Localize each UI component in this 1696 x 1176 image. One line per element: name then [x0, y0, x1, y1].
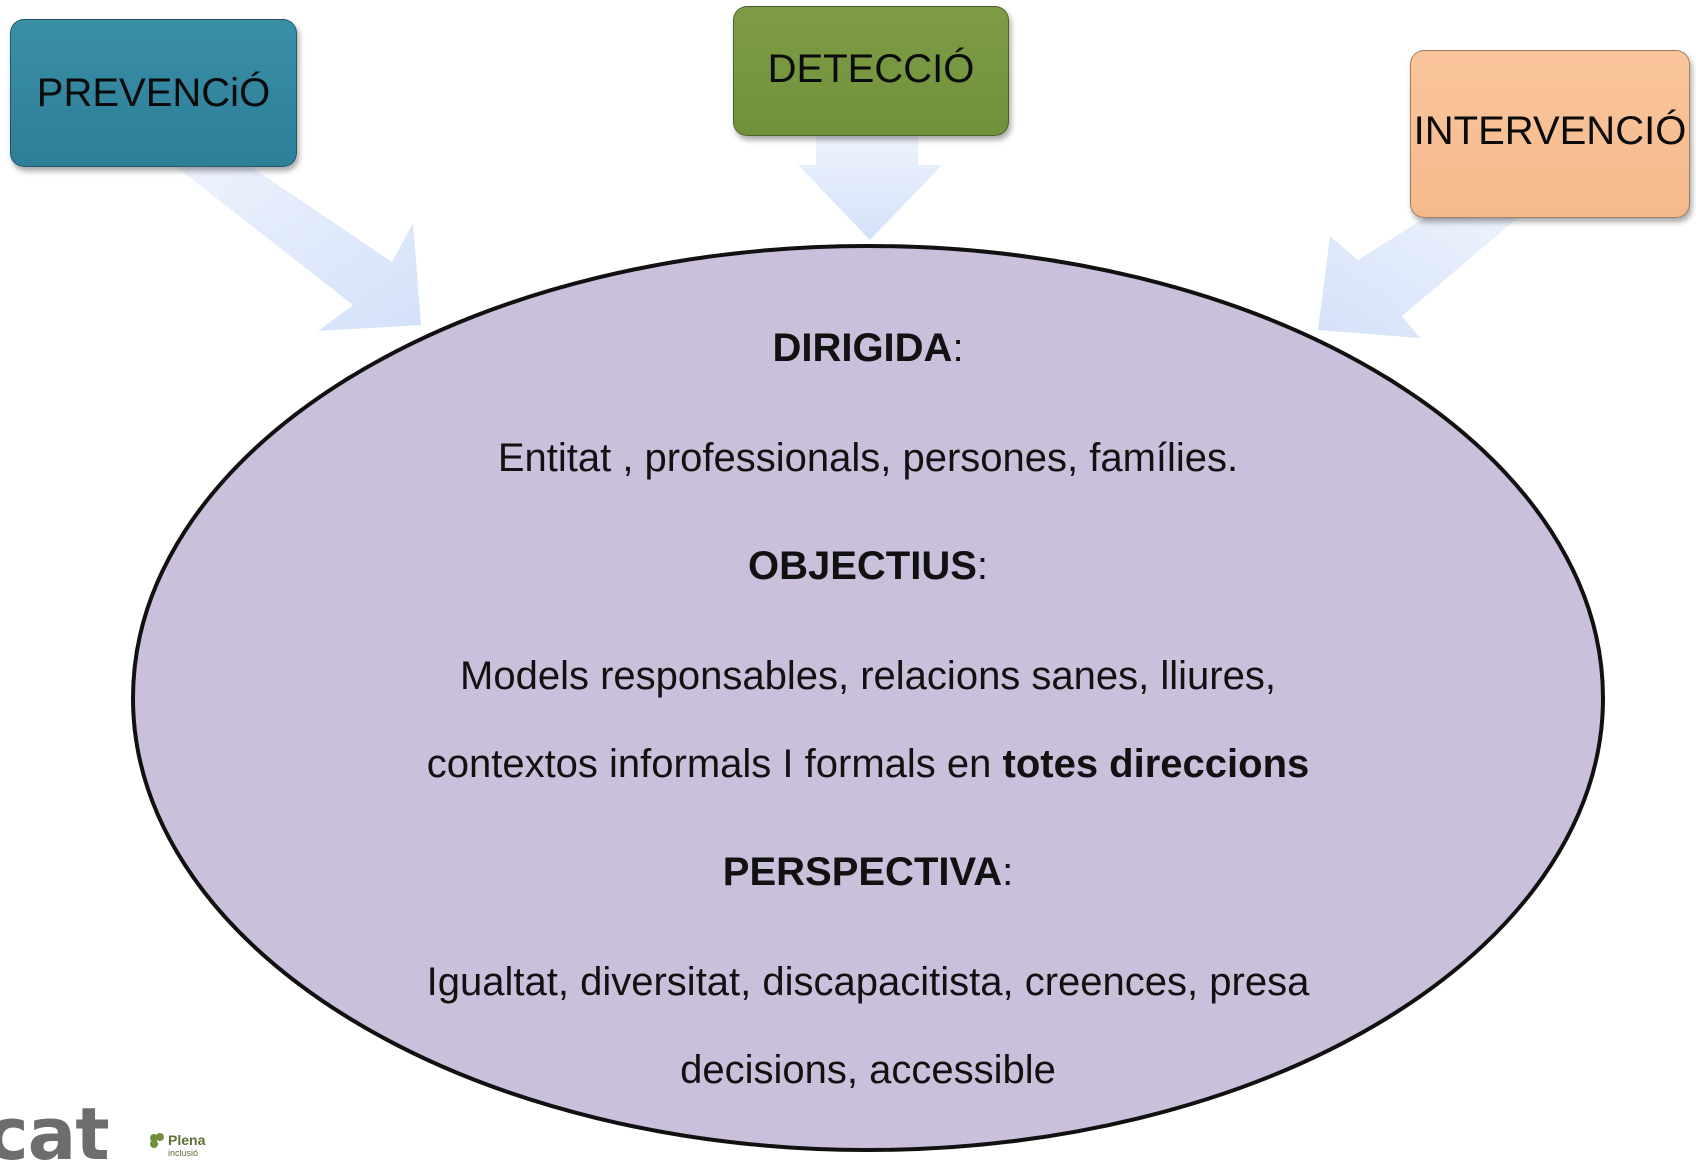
objectius-line2-prefix: contextos informals I formals en — [426, 742, 1003, 786]
objectius-line1: Models responsables, relacions sanes, ll… — [460, 654, 1276, 698]
arrow-prevencio-icon — [170, 162, 421, 331]
perspectiva-line2: decisions, accessible — [680, 1048, 1056, 1092]
perspectiva-heading: PERSPECTIVA: — [300, 850, 1436, 895]
prevencio-box: PREVENCiÓ — [10, 19, 297, 167]
perspectiva-colon: : — [1002, 850, 1014, 894]
objectius-label: OBJECTIUS — [747, 544, 977, 588]
intervencio-box: INTERVENCIÓ — [1410, 50, 1690, 218]
deteccio-box: DETECCIÓ — [733, 6, 1009, 136]
intervencio-label: INTERVENCIÓ — [1413, 109, 1687, 153]
dirigida-heading: DIRIGIDA: — [300, 326, 1436, 371]
arrow-deteccio-icon — [798, 136, 942, 240]
perspectiva-label: PERSPECTIVA — [722, 850, 1003, 894]
logo-brand: Plena — [168, 1132, 206, 1148]
dirigida-label: DIRIGIDA — [772, 326, 953, 370]
objectius-line2: contextos informals I formals en totes d… — [300, 742, 1436, 787]
logo: cat Plena inclusió — [0, 1092, 230, 1176]
deteccio-label: DETECCIÓ — [767, 47, 975, 91]
objectius-heading: OBJECTIUS: — [300, 544, 1436, 589]
dirigida-colon: : — [952, 326, 964, 370]
logo-text: cat — [0, 1092, 110, 1176]
logo-sub: inclusió — [168, 1148, 199, 1158]
objectius-colon: : — [976, 544, 989, 588]
dirigida-text: Entitat , professionals, persones, famíl… — [497, 436, 1239, 480]
prevencio-label: PREVENCiÓ — [36, 70, 271, 115]
central-ellipse — [131, 244, 1605, 1152]
arrow-intervencio-icon — [1318, 216, 1520, 338]
clover-icon — [150, 1133, 164, 1148]
objectius-line2-bold: totes direccions — [1002, 742, 1310, 786]
perspectiva-line1: Igualtat, diversitat, discapacitista, cr… — [426, 960, 1310, 1004]
